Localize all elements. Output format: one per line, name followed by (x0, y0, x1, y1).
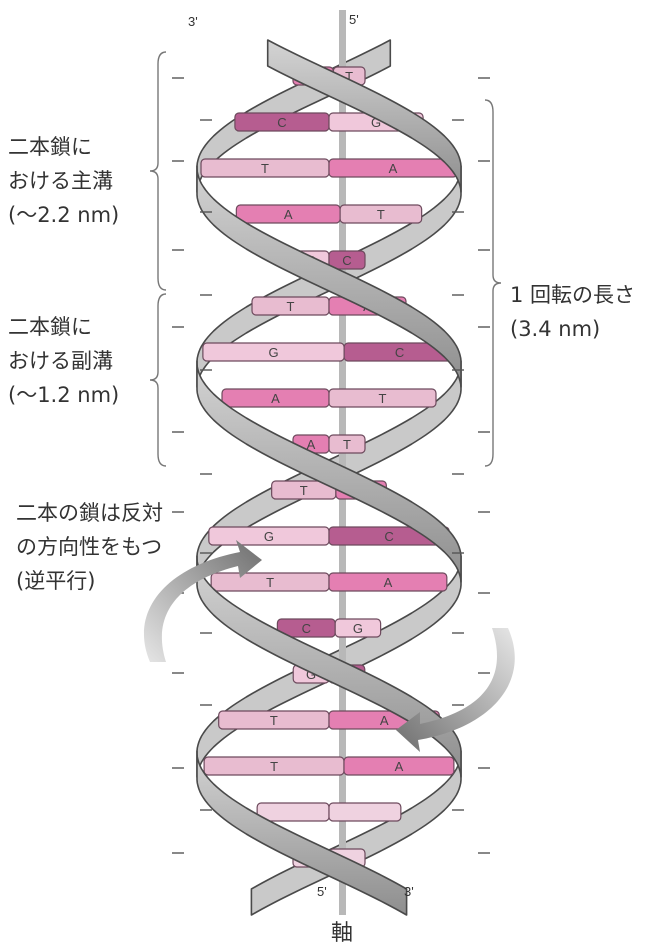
strand-1-backbone-segment (266, 39, 462, 193)
antiparallel-line-3: (逆平行) (16, 569, 96, 593)
minor-groove-line-3: (～1.2 nm) (8, 383, 120, 407)
rotation-arrow-left (143, 540, 262, 662)
turn-length-brace (484, 99, 502, 467)
turn-length-line-1: 1 回転の長さ (510, 283, 636, 307)
major-groove-line-1: 二本鎖に (8, 135, 92, 159)
minor-groove-brace (149, 293, 167, 467)
minor-groove-line-1: 二本鎖に (8, 315, 92, 339)
base-letter-right: A (384, 575, 393, 590)
base-letter-right: A (380, 713, 389, 728)
base-right (328, 572, 448, 592)
strand-2-backbone-segment (250, 750, 462, 916)
strand-end-label: 5' (349, 12, 359, 27)
base-letter-right: T (379, 391, 387, 406)
base-letter-right: T (345, 69, 353, 84)
axis-label: 軸 (331, 921, 353, 946)
base-letter-left: T (287, 299, 295, 314)
helix-axis-line (339, 10, 346, 915)
major-groove-label: 二本鎖に おける主溝 (～2.2 nm) (8, 130, 119, 232)
base-letter-left: A (271, 391, 280, 406)
strand-end-label: 3' (188, 14, 198, 29)
antiparallel-line-2: の方向性をもつ (16, 535, 163, 559)
base-letter-right: G (371, 115, 381, 130)
base-letter-left: A (307, 437, 316, 452)
base-letter-left: G (306, 667, 316, 682)
base-right (328, 250, 366, 270)
base-left (256, 802, 330, 822)
base-letter-left: C (277, 115, 286, 130)
base-letter-right: A (389, 161, 398, 176)
base-right (328, 434, 366, 454)
strand-1-backbone-segment (196, 360, 462, 583)
antiparallel-line-1: 二本の鎖は反対 (16, 501, 163, 525)
base-right (343, 756, 455, 776)
base-letter-right: C (384, 529, 393, 544)
base-letter-right: C (395, 345, 404, 360)
base-letter-left: T (266, 575, 274, 590)
base-letter-right: T (377, 207, 385, 222)
base-letter-left: T (270, 713, 278, 728)
base-pair (256, 802, 402, 822)
base-right (328, 802, 402, 822)
strand-2-backbone-segment (196, 555, 462, 778)
base-letter-left: T (270, 759, 278, 774)
base-letter-left: A (284, 207, 293, 222)
base-letter-left: G (268, 345, 278, 360)
base-right (328, 388, 437, 408)
major-groove-line-2: おける主溝 (8, 169, 113, 193)
strand-2-backbone-segment (196, 165, 462, 388)
base-letter-left: T (300, 483, 308, 498)
base-letter-right: C (342, 253, 351, 268)
base-right (334, 618, 382, 638)
strand-1-backbone-segment (196, 750, 408, 916)
base-letter-left: T (261, 161, 269, 176)
base-right (339, 204, 423, 224)
minor-groove-label: 二本鎖に おける副溝 (～1.2 nm) (8, 310, 119, 412)
antiparallel-label: 二本の鎖は反対 の方向性をもつ (逆平行) (16, 496, 163, 598)
major-groove-line-3: (～2.2 nm) (8, 203, 120, 227)
minor-groove-line-2: おける副溝 (8, 349, 113, 373)
turn-length-line-2: (3.4 nm) (510, 317, 601, 341)
base-letter-right: G (353, 621, 363, 636)
base-letter-left: C (302, 621, 311, 636)
base-letter-right: A (395, 759, 404, 774)
rotation-arrow-right (396, 628, 515, 752)
base-letter-left: G (264, 529, 274, 544)
strand-end-label: 5' (317, 884, 327, 899)
base-letter-right: T (343, 437, 351, 452)
strand-end-label: 3' (404, 884, 414, 899)
turn-length-label: 1 回転の長さ (3.4 nm) (510, 278, 635, 346)
major-groove-brace (149, 51, 167, 291)
